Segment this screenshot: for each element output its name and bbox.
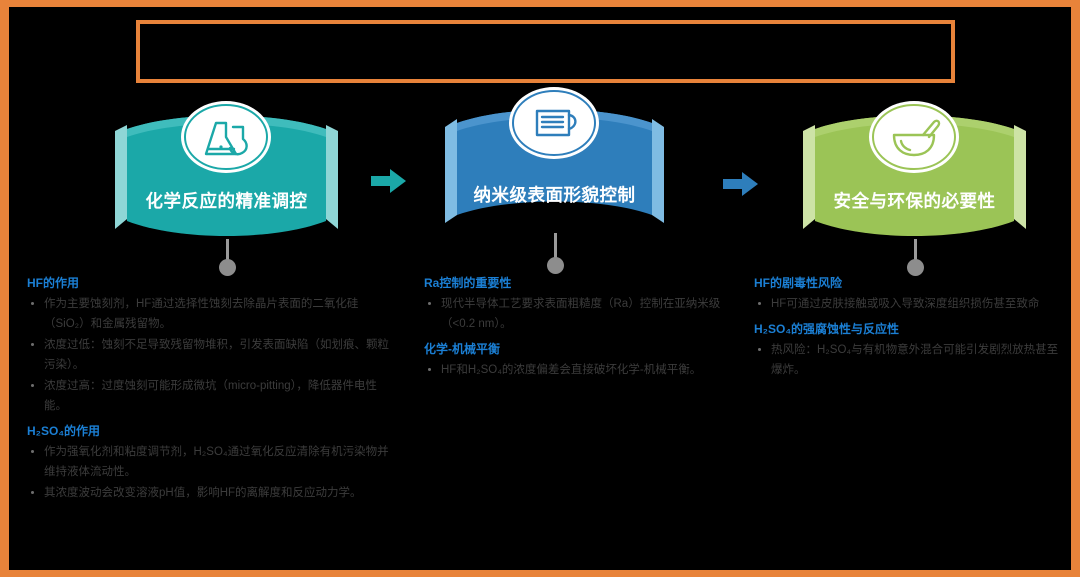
bullet-list: 作为主要蚀刻剂，HF通过选择性蚀刻去除晶片表面的二氧化硅（SiO₂）和金属残留物… <box>27 294 399 416</box>
list-item: 作为主要蚀刻剂，HF通过选择性蚀刻去除晶片表面的二氧化硅（SiO₂）和金属残留物… <box>27 294 399 334</box>
banner-topography[interactable]: 纳米级表面形貌控制 <box>437 85 672 274</box>
banner-chemistry[interactable]: 化学反应的精准调控 <box>109 97 344 276</box>
banner-shape <box>115 101 338 236</box>
list-item: 现代半导体工艺要求表面粗糙度（Ra）控制在亚纳米级（<0.2 nm）。 <box>424 294 734 334</box>
banner-safety[interactable]: 安全与环保的必要性 <box>797 97 1032 276</box>
pin-stem <box>226 239 229 263</box>
bullet-list: 热风险：H₂SO₄与有机物意外混合可能引发剧烈放热甚至爆炸。 <box>754 340 1064 380</box>
pin-knob <box>547 257 564 274</box>
bullet-list: HF和H₂SO₄的浓度偏差会直接破坏化学-机械平衡。 <box>424 360 734 380</box>
bullet-list: HF可通过皮肤接触或吸入导致深度组织损伤甚至致命 <box>754 294 1064 314</box>
pin-knob <box>907 259 924 276</box>
flow-arrow-1 <box>371 169 406 193</box>
section-heading: H₂SO₄的强腐蚀性与反应性 <box>754 322 900 336</box>
list-item: 浓度过低：蚀刻不足导致残留物堆积，引发表面缺陷（如划痕、颗粒污染）。 <box>27 335 399 375</box>
list-item: 热风险：H₂SO₄与有机物意外混合可能引发剧烈放热甚至爆炸。 <box>754 340 1064 380</box>
list-item: HF可通过皮肤接触或吸入导致深度组织损伤甚至致命 <box>754 294 1064 314</box>
list-item: 浓度过高：过度蚀刻可能形成微坑（micro-pitting），降低器件电性能。 <box>27 376 399 416</box>
flow-arrow-2 <box>723 172 758 196</box>
pin-knob <box>219 259 236 276</box>
section-heading: HF的剧毒性风险 <box>754 276 842 290</box>
pin-stem <box>914 239 917 263</box>
column-topography: Ra控制的重要性 现代半导体工艺要求表面粗糙度（Ra）控制在亚纳米级（<0.2 … <box>424 275 734 381</box>
column-chemistry: HF的作用 作为主要蚀刻剂，HF通过选择性蚀刻去除晶片表面的二氧化硅（SiO₂）… <box>27 275 399 504</box>
list-item: 其浓度波动会改变溶液pH值，影响HF的离解度和反应动力学。 <box>27 483 399 503</box>
list-item: HF和H₂SO₄的浓度偏差会直接破坏化学-机械平衡。 <box>424 360 734 380</box>
list-item: 作为强氧化剂和粘度调节剂，H₂SO₄通过氧化反应清除有机污染物并维持液体流动性。 <box>27 442 399 482</box>
bullet-list: 现代半导体工艺要求表面粗糙度（Ra）控制在亚纳米级（<0.2 nm）。 <box>424 294 734 334</box>
section-heading: Ra控制的重要性 <box>424 276 512 290</box>
bullet-list: 作为强氧化剂和粘度调节剂，H₂SO₄通过氧化反应清除有机污染物并维持液体流动性。… <box>27 442 399 503</box>
banner-shape <box>803 101 1026 236</box>
pin-stem <box>554 233 557 261</box>
slide-title-box <box>136 20 955 83</box>
mortar-pestle-icon <box>892 119 941 157</box>
section-heading: 化学-机械平衡 <box>424 342 500 356</box>
banner-shape <box>445 87 664 223</box>
flask-icon <box>204 121 248 156</box>
column-safety: HF的剧毒性风险 HF可通过皮肤接触或吸入导致深度组织损伤甚至致命 H₂SO₄的… <box>754 275 1064 381</box>
section-heading: HF的作用 <box>27 276 79 290</box>
section-heading: H₂SO₄的作用 <box>27 424 101 438</box>
beaker-icon <box>535 109 577 137</box>
